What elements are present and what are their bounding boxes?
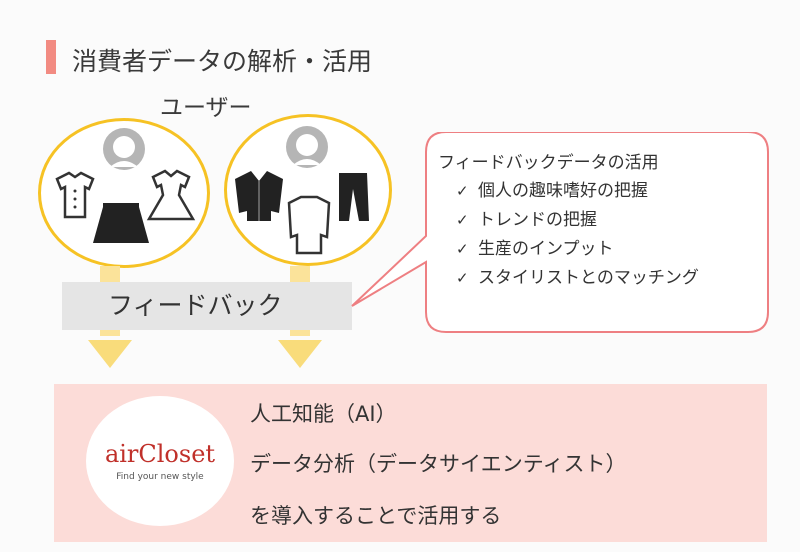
check-icon: ✓ [456,182,469,200]
list-item: ✓スタイリストとのマッチング [456,268,699,288]
arrow-down-right-icon [278,340,322,368]
user-circle-2 [224,114,392,266]
arrow-down-left-icon [88,340,132,368]
callout-list: ✓個人の趣味嗜好の把握 ✓トレンドの把握 ✓生産のインプット ✓スタイリストとの… [456,180,728,296]
aircloset-logo: airCloset [104,440,216,468]
page-title: 消費者データの解析・活用 [72,47,373,76]
user-label: ユーザー [160,95,252,121]
user-avatar-icon [103,128,145,170]
skirt-icon [93,207,149,243]
feedback-callout-bubble [351,132,769,333]
list-item: ✓生産のインプット [456,239,614,259]
logo-circle [86,396,234,526]
callout-title: フィードバックデータの活用 [438,153,659,173]
user-circle-1 [38,118,210,268]
bottom-line-ai: 人工知能（AI） [250,402,397,426]
dress-icon [146,169,196,221]
logo-tagline: Find your new style [116,472,204,482]
check-icon: ✓ [456,269,469,287]
check-icon: ✓ [456,211,469,229]
user-avatar-icon [286,126,328,168]
list-item: ✓個人の趣味嗜好の把握 [456,181,648,201]
pants-icon [339,173,369,221]
blouse-icon [55,171,95,219]
sweater-icon [287,195,331,255]
list-item: ✓トレンドの把握 [456,210,597,230]
feedback-label: フィードバック [108,291,283,320]
title-accent-bar [46,40,56,74]
check-icon: ✓ [456,240,469,258]
bottom-line-data-analysis: データ分析（データサイエンティスト） [250,452,627,476]
feedback-bar [62,282,352,330]
user-2-clothes-illustration [235,126,369,255]
bottom-line-usage: を導入することで活用する [250,504,502,528]
user-1-clothes-illustration [55,128,196,243]
